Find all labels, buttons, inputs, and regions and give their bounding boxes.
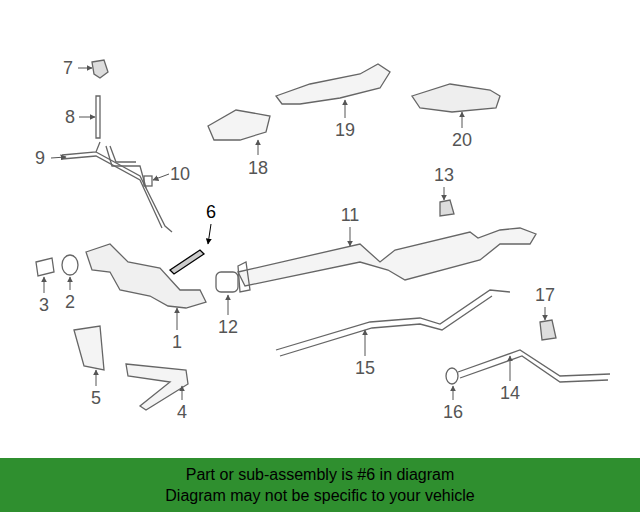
callout-number: 17	[535, 286, 555, 304]
callout-number: 14	[500, 384, 520, 402]
leader-line	[208, 224, 211, 244]
callout-number: 18	[248, 159, 268, 177]
callout-number: 13	[434, 166, 454, 184]
callout-number: 10	[170, 165, 190, 183]
leader-lines	[44, 68, 545, 400]
part-drawings	[36, 60, 610, 410]
callout-number: 8	[65, 108, 75, 126]
callout-number: 12	[218, 318, 238, 336]
callout-number: 1	[172, 333, 182, 351]
callout-number: 5	[91, 389, 101, 407]
callout-number: 11	[341, 206, 360, 224]
callout-number: 2	[65, 293, 75, 311]
notice-band: Part or sub-assembly is #6 in diagramDia…	[0, 458, 640, 512]
callout-number: 19	[335, 121, 355, 139]
callout-number: 9	[35, 149, 45, 167]
callout-number: 4	[177, 403, 187, 421]
callout-number: 6	[206, 203, 216, 221]
callout-number: 7	[63, 59, 73, 77]
callout-number: 3	[39, 296, 49, 314]
callout-number: 16	[443, 403, 463, 421]
callout-number: 20	[452, 131, 472, 149]
notice-text: Diagram may not be specific to your vehi…	[165, 485, 474, 506]
notice-text: Part or sub-assembly is #6 in diagram	[186, 464, 455, 485]
callout-number: 15	[355, 359, 375, 377]
